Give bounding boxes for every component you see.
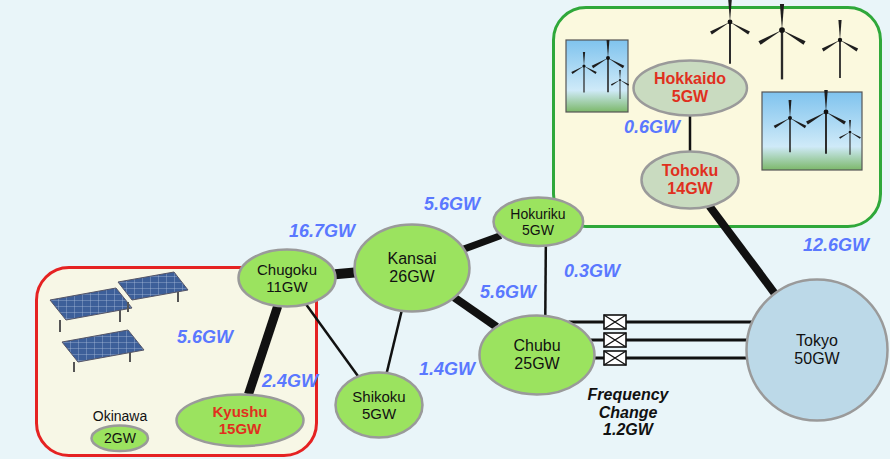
interconnection-line <box>306 304 358 376</box>
solar-panel <box>62 330 144 362</box>
oval-shape <box>92 425 148 451</box>
oval-shape <box>336 373 423 438</box>
grid-area-oval: Tohoku14GW <box>640 150 740 210</box>
wind-turbine <box>758 4 805 79</box>
grid-area-oval: Hokkaido5GW <box>632 59 748 117</box>
area-name: Kansai <box>388 250 437 268</box>
capacity-value: 25GW <box>514 355 559 373</box>
interconnection-line <box>335 273 355 275</box>
photo-frame <box>762 92 862 170</box>
oval-shape <box>355 225 470 312</box>
wind-turbine <box>611 70 629 99</box>
converter-label: Frequency Change 1.2GW <box>582 386 674 439</box>
converter-symbol <box>604 351 626 365</box>
capacity-label: 0.3GW <box>564 262 620 282</box>
grid-area-oval: Kyushu15GW <box>175 393 305 448</box>
wind-turbine <box>822 20 858 78</box>
oval-shape <box>747 280 888 421</box>
capacity-value: 2GW <box>104 430 136 446</box>
converter-symbol <box>604 333 626 347</box>
wind-turbine <box>571 52 596 93</box>
capacity-value: 50GW <box>794 350 839 368</box>
capacity-label: 5.6GW <box>424 195 480 215</box>
wind-turbine <box>710 0 750 64</box>
solar-panel <box>50 288 132 320</box>
capacity-label: 0.6GW <box>624 118 680 138</box>
grid-area-oval: Kansai26GW <box>353 223 471 313</box>
solar-panel <box>118 272 188 300</box>
converter-symbol <box>604 315 626 329</box>
area-name: Shikoku <box>352 388 405 405</box>
grid-area-oval: Chubu25GW <box>478 314 596 396</box>
area-name: Kyushu <box>212 403 267 420</box>
capacity-label: 12.6GW <box>803 236 869 256</box>
wind-turbine <box>839 120 861 155</box>
converter-symbol <box>604 315 626 329</box>
area-name: Chugoku <box>257 261 317 278</box>
oval-shape <box>177 394 304 446</box>
capacity-value: 5GW <box>522 222 554 238</box>
capacity-value: 5GW <box>672 88 708 106</box>
area-name: Chubu <box>513 337 560 355</box>
interconnection-line <box>569 322 753 358</box>
converter-symbol <box>604 351 626 365</box>
converter-symbol <box>604 351 626 365</box>
oval-shape <box>633 61 746 116</box>
interconnection-line <box>689 115 692 151</box>
converter-symbol <box>604 315 626 329</box>
oval-shape <box>642 152 739 209</box>
wind-turbine <box>592 40 625 92</box>
grid-area-oval: Tokyo50GW <box>745 278 889 422</box>
oval-shape <box>239 250 336 307</box>
interconnection-line <box>387 311 402 373</box>
interconnection-line <box>544 246 547 315</box>
capacity-value: 5GW <box>362 405 396 422</box>
wind-turbine <box>774 100 807 152</box>
capacity-label: 5.6GW <box>177 328 233 348</box>
grid-area-oval: Hokuriku5GW <box>492 196 585 247</box>
wind-farm-photo <box>762 90 862 170</box>
converter-symbol <box>604 333 626 347</box>
capacity-label: 2.4GW <box>262 372 318 392</box>
solar-panel <box>118 272 188 312</box>
converter-symbol <box>604 333 626 347</box>
wind-farm-photo <box>566 40 629 112</box>
capacity-label: 16.7GW <box>289 222 355 242</box>
area-name: Tohoku <box>662 162 719 180</box>
interconnection-line <box>709 206 774 293</box>
capacity-label: 1.4GW <box>419 360 475 380</box>
grid-area-oval: Chugoku11GW <box>237 248 337 308</box>
capacity-value: 26GW <box>389 268 434 286</box>
area-name: Okinawa <box>90 408 149 424</box>
capacity-label: 5.6GW <box>480 283 536 303</box>
solar-panels <box>50 272 188 372</box>
interconnection-line <box>464 236 501 250</box>
wind-turbine <box>806 90 846 154</box>
grid-area-oval: Okinawa 2GW <box>90 408 149 453</box>
photo-frame <box>566 40 628 112</box>
area-name: Hokkaido <box>654 70 726 88</box>
grid-area-oval: Shikoku5GW <box>334 371 424 439</box>
area-name: Hokuriku <box>510 206 565 222</box>
oval-shape <box>480 316 595 395</box>
capacity-value: 15GW <box>219 420 262 437</box>
capacity-value: 11GW <box>266 278 307 295</box>
solar-panel <box>50 288 132 332</box>
area-name: Tokyo <box>796 332 838 350</box>
oval-shape <box>493 198 583 246</box>
solar-panel <box>62 330 144 372</box>
capacity-value: 14GW <box>667 180 712 198</box>
